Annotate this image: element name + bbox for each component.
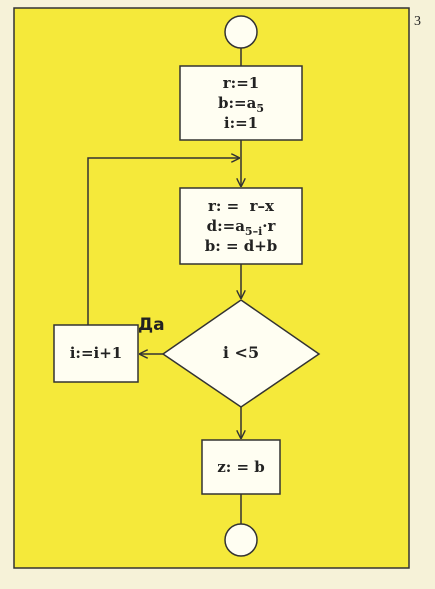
loop-line-2-subscript: 5–i <box>244 225 263 238</box>
end-terminal <box>224 523 258 557</box>
output-block-box <box>201 439 281 495</box>
start-terminal <box>224 15 258 49</box>
output-block: z: = b <box>217 458 265 476</box>
init-line-2-subscript: 5 <box>256 102 264 115</box>
increment-block: i:=i+1 <box>69 344 123 362</box>
init-line-3: i:=1 <box>223 114 259 132</box>
loop-line-3: b: = d+b <box>204 237 278 255</box>
loop-back-connector <box>87 158 239 325</box>
loop-line-2-base: d:=a <box>206 217 245 235</box>
loop-block-box <box>179 187 303 265</box>
init-line-2: b:=a5 <box>180 93 302 115</box>
init-line-2-base: b:=a <box>218 94 257 112</box>
loop-line-2-tail: ·r <box>262 217 276 235</box>
increment-block-box <box>53 324 139 383</box>
loop-block: r: = r–x d:=a5–i·r b: = d+b <box>180 196 302 256</box>
init-block: r:=1 b:=a5 i:=1 <box>180 73 302 133</box>
page-number: 3 <box>414 14 421 29</box>
loop-line-2: d:=a5–i·r <box>180 216 302 238</box>
loop-line-1: r: = r–x <box>207 197 275 215</box>
yes-branch-label: Да <box>138 315 165 335</box>
decision-condition: i <5 <box>222 343 260 362</box>
init-line-1: r:=1 <box>222 74 260 92</box>
